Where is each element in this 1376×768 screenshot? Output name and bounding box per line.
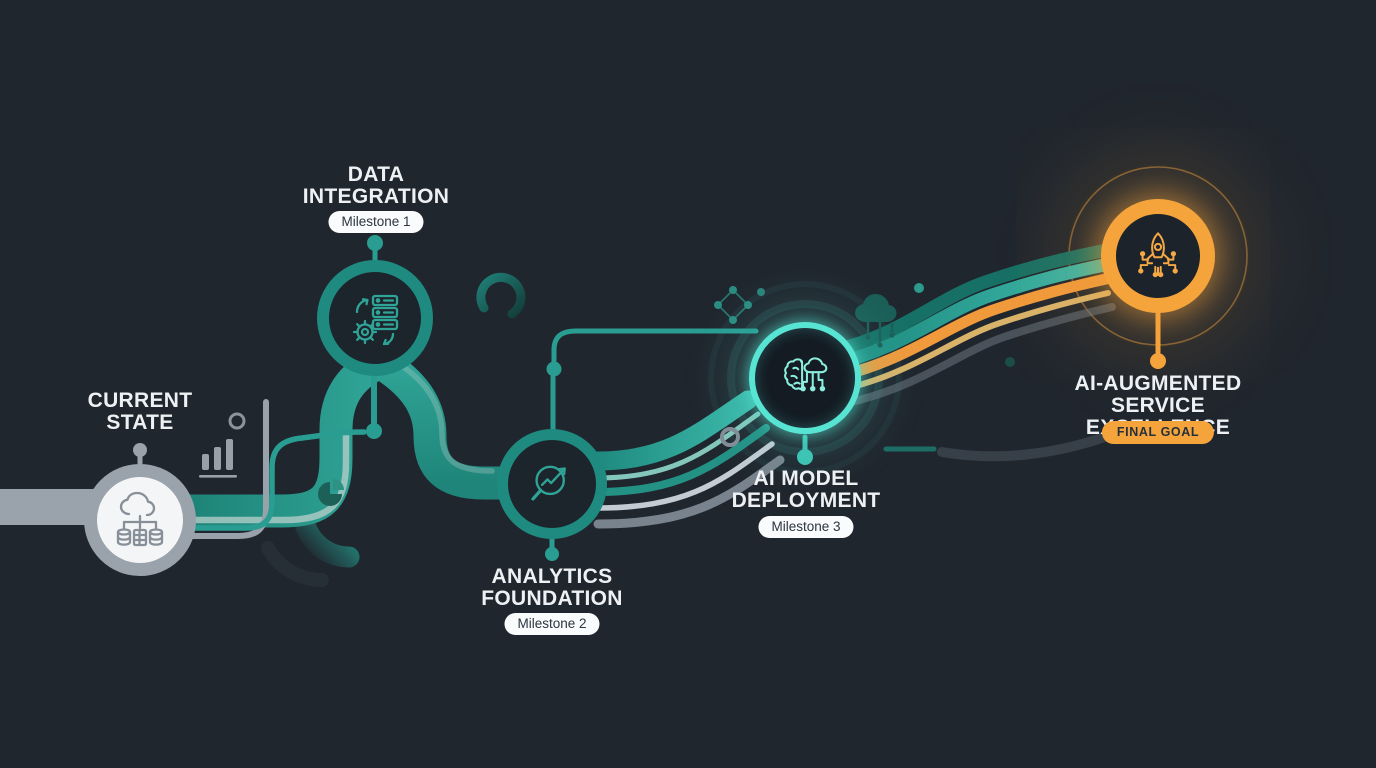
band-stripe xyxy=(146,432,350,524)
molecule-icon xyxy=(714,286,765,324)
band-highlight xyxy=(393,359,495,474)
node-milestone-3 xyxy=(749,322,861,434)
donut-arc-icon xyxy=(476,272,526,319)
trace-teal xyxy=(175,429,367,531)
bar-chart-icon xyxy=(199,439,237,478)
badge-milestone-1: Milestone 1 xyxy=(328,211,424,233)
bundle2-teal xyxy=(841,258,1111,367)
node-milestone-2 xyxy=(497,429,607,539)
badge-milestone-3: Milestone 3 xyxy=(758,516,854,538)
bundle-teal-med xyxy=(593,424,770,496)
ring-outline-icon-left xyxy=(228,412,246,430)
node-final-goal xyxy=(1101,199,1215,313)
badge-final-goal: FINAL GOAL xyxy=(1101,421,1215,444)
bundle-white xyxy=(594,441,775,511)
node-current-state xyxy=(84,464,196,576)
cloud-network-icon xyxy=(855,283,924,348)
label-current-state: CURRENT STATE xyxy=(87,389,193,434)
gray-swoosh-right xyxy=(937,427,1123,462)
swoosh-arc-faint xyxy=(261,541,329,587)
accent-dot xyxy=(914,283,924,293)
server-gear-icon xyxy=(352,294,399,346)
bundle-gray xyxy=(593,455,785,529)
bundle-teal-light xyxy=(594,411,761,481)
pie-chart-icon xyxy=(318,479,344,506)
ring-outline-icon-mid xyxy=(720,427,740,447)
accent-dot xyxy=(1005,357,1015,367)
bundle-teal-wide xyxy=(588,390,758,471)
bundle2-gray xyxy=(847,303,1116,406)
label-milestone-2: ANALYTICS FOUNDATION xyxy=(481,565,623,610)
badge-milestone-2: Milestone 2 xyxy=(504,613,600,635)
node-milestone-1 xyxy=(317,260,433,376)
bundle2-orange xyxy=(841,273,1112,380)
rocket-circuit-icon xyxy=(1138,232,1178,278)
label-milestone-1: DATA INTEGRATION xyxy=(302,163,450,208)
roadmap-bands xyxy=(0,244,1116,539)
teal-dashes xyxy=(883,433,975,452)
trace-gray xyxy=(157,399,269,539)
label-milestone-3: AI MODEL DEPLOYMENT xyxy=(731,467,881,512)
bundle2-teal-deep xyxy=(843,244,1109,353)
accent-dot xyxy=(757,288,765,296)
brain-circuit-cloud-icon xyxy=(784,357,828,392)
cloud-database-icon xyxy=(116,491,164,547)
bundle2-gold xyxy=(845,290,1111,391)
band-current-to-m1 xyxy=(133,349,389,528)
magnifier-trend-icon xyxy=(531,465,566,501)
band-m1-to-m2 xyxy=(369,349,519,500)
connector-stems xyxy=(133,235,1166,561)
